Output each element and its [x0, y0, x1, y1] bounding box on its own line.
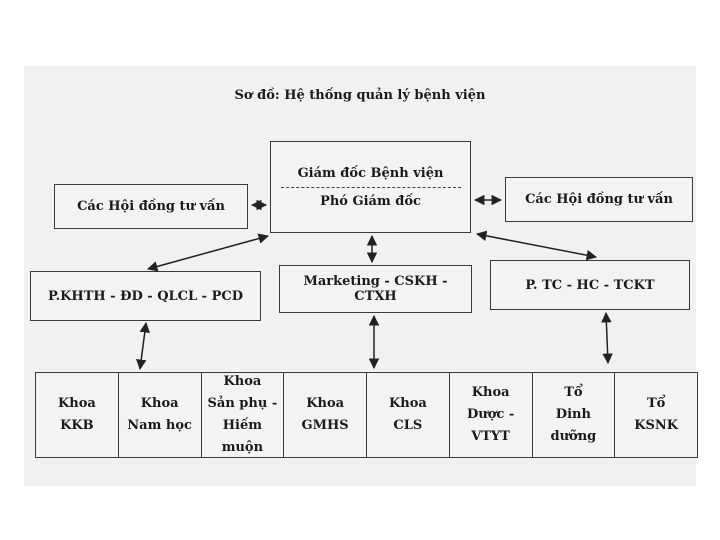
unit-cls: Khoa CLS — [367, 373, 450, 457]
marketing-department-box: Marketing - CSKH - CTXH — [279, 265, 472, 313]
director-label: Giám đốc Bệnh viện — [297, 165, 444, 181]
unit-gmhs: Khoa GMHS — [284, 373, 367, 457]
planning-department-box: P.KHTH - ĐD - QLCL - PCD — [30, 271, 261, 321]
dashed-divider — [280, 186, 461, 188]
right-advisory-council-box: Các Hội đồng tư vấn — [505, 177, 693, 222]
diagram-title: Sơ đồ: Hệ thống quản lý bệnh viện — [234, 88, 486, 103]
unit-kkb: Khoa KKB — [36, 373, 119, 457]
unit-nam-hoc: Khoa Nam học — [119, 373, 202, 457]
arrow-finance-units — [601, 311, 613, 365]
finance-department-box: P. TC - HC - TCKT — [490, 260, 690, 310]
arrow-director-finance — [475, 230, 598, 261]
unit-dinh-duong: Tổ Dinh dưỡng — [533, 373, 616, 457]
unit-ksnk: Tổ KSNK — [634, 395, 679, 433]
director-box: Giám đốc Bệnh viện Phó Giám đốc — [270, 141, 471, 233]
unit-san-phu: Khoa Sản phụ - Hiếm muộn — [202, 373, 285, 457]
vice-director-label: Phó Giám đốc — [320, 193, 421, 209]
arrow-director-planning — [146, 233, 270, 272]
left-advisory-council-box: Các Hội đồng tư vấn — [54, 184, 248, 229]
unit-duoc: Khoa Dược - VTYT — [450, 373, 533, 457]
clinical-units-row: Khoa KKB Khoa Nam học Khoa Sản phụ - Hiế… — [35, 372, 698, 458]
arrow-planning-units — [136, 321, 150, 371]
